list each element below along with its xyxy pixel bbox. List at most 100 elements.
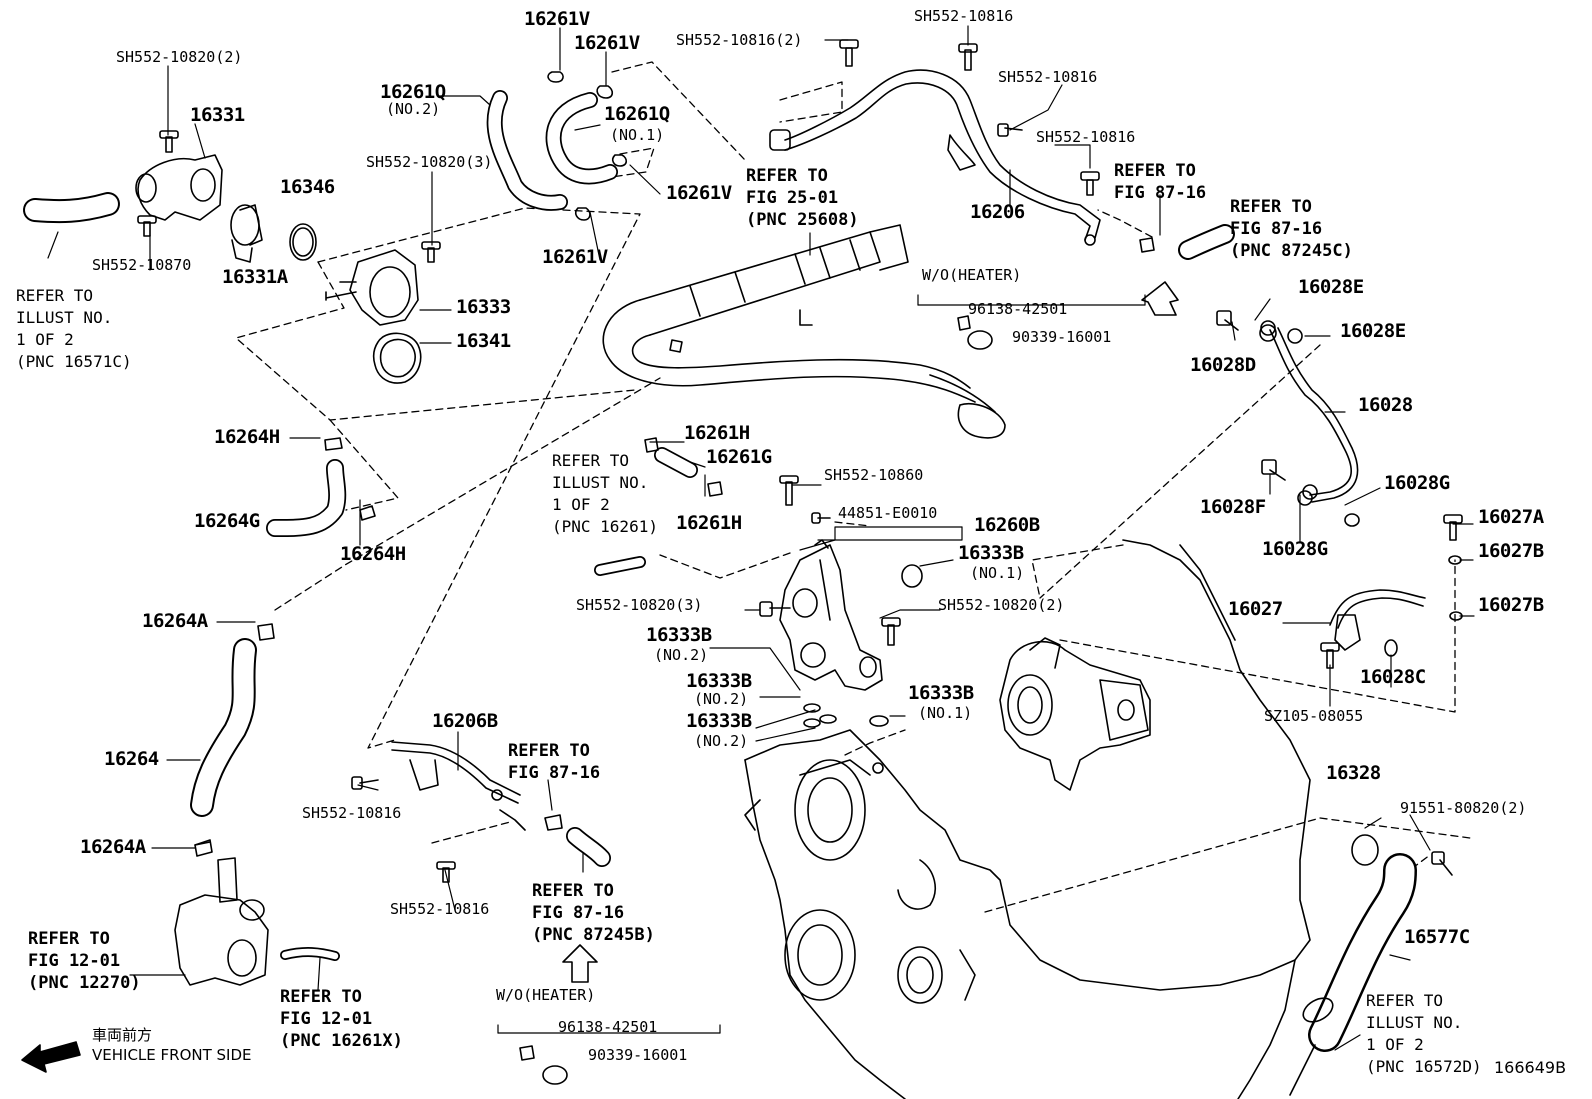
bolt-label: 96138-42501 bbox=[558, 1018, 658, 1036]
refer-note: REFER TO FIG 12-01 (PNC 16261X) bbox=[280, 987, 403, 1051]
pipe-16206B bbox=[391, 741, 526, 831]
gasket-16346 bbox=[289, 223, 317, 261]
part-label: 16331 bbox=[190, 104, 245, 126]
part-label: 16027B bbox=[1478, 594, 1544, 616]
part-label: 16028C bbox=[1360, 666, 1426, 688]
bolt-label: 90339-16001 bbox=[588, 1046, 688, 1064]
bolt-label: SH552-10820(2) bbox=[938, 596, 1065, 614]
part-label: 16264H bbox=[214, 426, 280, 448]
bolt-label: SH552-10820(3) bbox=[366, 153, 493, 171]
bolt-label: SH552-10816 bbox=[914, 7, 1014, 25]
part-label: 16333B bbox=[686, 670, 752, 692]
part-label: 16331A bbox=[222, 266, 288, 288]
refer-note: REFER TO ILLUST NO. 1 OF 2 (PNC 16261) bbox=[552, 451, 658, 536]
part-label: 16028 bbox=[1358, 394, 1413, 416]
refer-note: REFER TO FIG 25-01 (PNC 25608) bbox=[746, 166, 859, 230]
part-label: 16027A bbox=[1478, 506, 1544, 528]
part-sub-label: (NO.2) bbox=[386, 100, 441, 118]
part-label: 16264H bbox=[340, 543, 406, 565]
part-label: 16027 bbox=[1228, 598, 1283, 620]
turbocharger bbox=[999, 637, 1151, 791]
bolt-label: 91551-80820(2) bbox=[1400, 799, 1527, 817]
part-label: 16264A bbox=[80, 836, 146, 858]
part-label: 16328 bbox=[1326, 762, 1381, 784]
illustration-id: 166649B bbox=[1494, 1058, 1567, 1077]
bolt-label: 90339-16001 bbox=[1012, 328, 1112, 346]
refer-note: REFER TO FIG 87-16 bbox=[1114, 161, 1207, 203]
refer-note: REFER TO ILLUST NO. 1 OF 2 (PNC 16572D) bbox=[1366, 991, 1482, 1076]
refer-note: REFER TO FIG 87-16 (PNC 87245C) bbox=[1230, 197, 1353, 261]
front-direction-label: VEHICLE FRONT SIDE bbox=[92, 1046, 252, 1064]
part-label: 16341 bbox=[456, 330, 511, 352]
part-label: 16333B bbox=[646, 624, 712, 646]
part-label: 16261G bbox=[706, 446, 772, 468]
part-label: 16333 bbox=[456, 296, 511, 318]
refer-note: REFER TO FIG 87-16 bbox=[508, 741, 601, 783]
part-label: 16260B bbox=[974, 514, 1040, 536]
hose-fig87-b bbox=[566, 827, 611, 867]
bolt-label: SH552-10860 bbox=[824, 466, 924, 484]
water-pump-16333 bbox=[325, 249, 419, 326]
part-label: 16206 bbox=[970, 201, 1025, 223]
hose-fig12-b bbox=[280, 947, 340, 961]
bolt-label: SH552-10816 bbox=[302, 804, 402, 822]
engine-block-outline bbox=[744, 539, 1311, 1099]
bolt-label: SH552-10816(2) bbox=[676, 31, 803, 49]
bolt-label: SZ105-08055 bbox=[1264, 707, 1364, 725]
hose-16261Q-no2 bbox=[486, 90, 568, 211]
part-sub-label: (NO.2) bbox=[694, 690, 749, 708]
part-label: 16261H bbox=[684, 422, 750, 444]
part-label: 16333B bbox=[958, 542, 1024, 564]
bolt-label: SH552-10820(2) bbox=[116, 48, 243, 66]
part-label: 16028G bbox=[1384, 472, 1450, 494]
water-inlet-housing bbox=[174, 839, 269, 986]
part-label: 16261V bbox=[542, 246, 608, 268]
part-label: 16261Q bbox=[604, 103, 670, 125]
pipe-16027 bbox=[1329, 589, 1426, 651]
small-fasteners bbox=[137, 39, 1463, 1085]
refer-arrow-icon bbox=[562, 281, 1179, 983]
part-label: 16577C bbox=[1404, 926, 1470, 948]
part-label: 16261Q bbox=[380, 81, 446, 103]
hose-16577C bbox=[1289, 853, 1417, 1096]
hose-16264 bbox=[190, 638, 257, 817]
hose-16264G bbox=[266, 459, 347, 537]
part-sub-label: (NO.2) bbox=[694, 732, 749, 750]
hose-mid-ref bbox=[594, 556, 646, 576]
bolt-label: SH552-10820(3) bbox=[576, 596, 703, 614]
pipe-16028 bbox=[1260, 320, 1359, 506]
part-label: 16333B bbox=[686, 710, 752, 732]
part-label: 16261V bbox=[666, 182, 732, 204]
bolt-label: SH552-10816 bbox=[998, 68, 1098, 86]
gasket-16341 bbox=[372, 332, 422, 384]
variant-label: W/O(HEATER) bbox=[922, 266, 1022, 284]
part-label: 16333B bbox=[908, 682, 974, 704]
bolt-label: SH552-10816 bbox=[390, 900, 490, 918]
hose-16261Q-no1 bbox=[545, 92, 618, 185]
part-label: 16028G bbox=[1262, 538, 1328, 560]
bolt-label: 96138-42501 bbox=[968, 300, 1068, 318]
part-label: 16028D bbox=[1190, 354, 1256, 376]
refer-note: REFER TO FIG 87-16 (PNC 87245B) bbox=[532, 881, 655, 945]
bolt-label: SH552-10816 bbox=[1036, 128, 1136, 146]
egr-pipe-assembly bbox=[602, 224, 1006, 439]
water-outlet-16260B bbox=[779, 539, 883, 691]
thermostat-16331A bbox=[230, 204, 263, 263]
bolt-label: 44851-E0010 bbox=[838, 504, 938, 522]
part-sub-label: (NO.1) bbox=[970, 564, 1025, 582]
part-label: 16206B bbox=[432, 710, 498, 732]
part-sub-label: (NO.1) bbox=[610, 126, 665, 144]
part-label: 16261V bbox=[574, 32, 640, 54]
part-label: 16028F bbox=[1200, 496, 1266, 518]
part-label: 16261V bbox=[524, 8, 590, 30]
water-outlet-16331 bbox=[135, 154, 223, 221]
variant-label: W/O(HEATER) bbox=[496, 986, 596, 1004]
front-direction-jp: 車両前方 bbox=[92, 1026, 153, 1044]
hose-left-ref bbox=[23, 192, 120, 224]
part-label: 16264 bbox=[104, 748, 159, 770]
part-label: 16027B bbox=[1478, 540, 1544, 562]
part-label: 16028E bbox=[1340, 320, 1406, 342]
part-label: 16264A bbox=[142, 610, 208, 632]
part-sub-label: (NO.1) bbox=[918, 704, 973, 722]
